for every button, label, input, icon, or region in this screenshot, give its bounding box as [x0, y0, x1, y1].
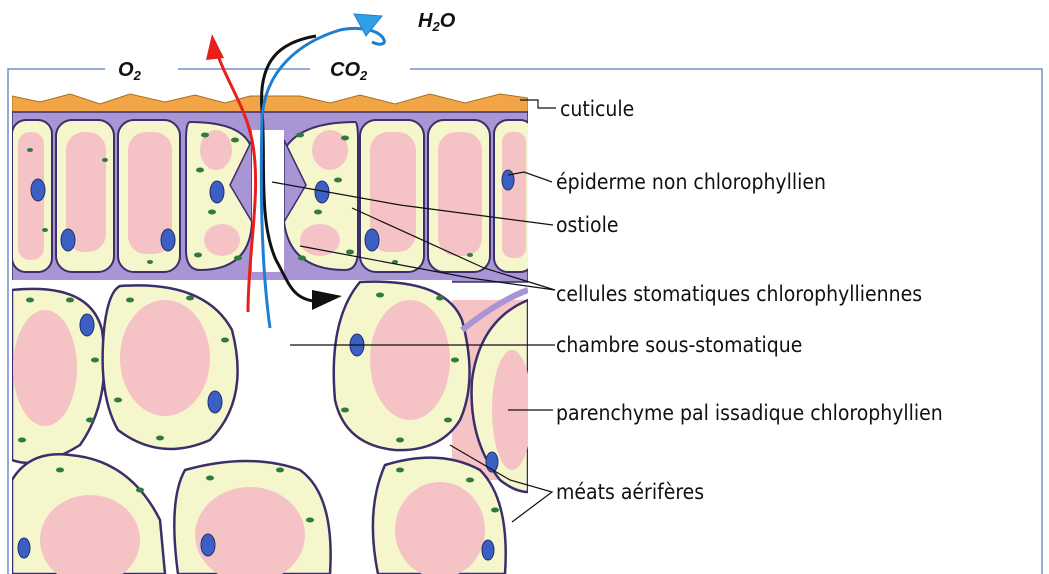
labels: cuticule épiderme non chlorophyllien ost…: [556, 97, 943, 504]
label-ostiole: ostiole: [556, 213, 619, 237]
label-chambre: chambre sous-stomatique: [556, 333, 802, 357]
h2o-label: H2O: [418, 10, 456, 34]
label-epiderme: épiderme non chlorophyllien: [556, 170, 826, 194]
o2-label: O2: [118, 59, 142, 83]
label-cuticule: cuticule: [560, 97, 634, 121]
co2-label: CO2: [330, 59, 368, 83]
label-cellules-stomatiques: cellules stomatiques chlorophylliennes: [556, 282, 922, 306]
label-parenchyme: parenchyme pal issadique chlorophyllien: [556, 401, 943, 425]
label-meats: méats aérifères: [556, 480, 704, 504]
